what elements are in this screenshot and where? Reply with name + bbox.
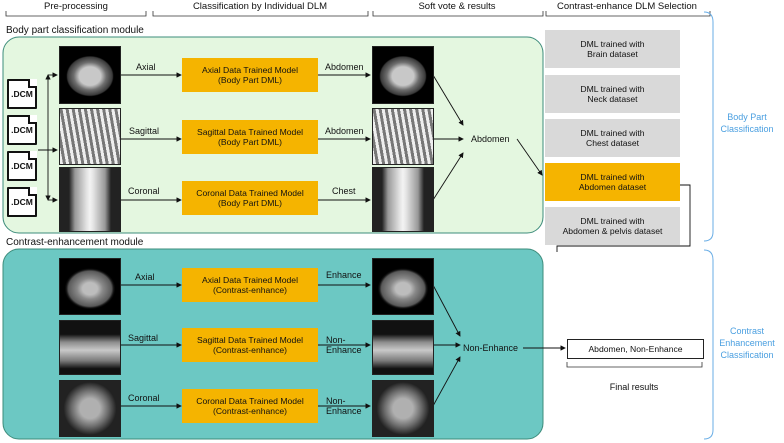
model-line1: Sagittal Data Trained Model xyxy=(196,334,304,345)
prediction-line1: Non- xyxy=(326,335,346,345)
model-line2: (Contrast-enhance) xyxy=(212,285,288,295)
view-label-axial: Axial xyxy=(135,272,155,282)
side-brackets xyxy=(703,11,714,440)
sagittal-contrast-model: Sagittal Data Trained Model (Contrast-en… xyxy=(182,328,318,362)
model-line2: (Contrast-enhance) xyxy=(212,345,288,355)
ct-coronal-output-image xyxy=(372,380,434,437)
side-label-line2: Enhancement xyxy=(719,338,775,348)
dml-line2: Abdomen dataset xyxy=(578,182,647,192)
sagittal-body-part-model: Sagittal Data Trained Model (Body Part D… xyxy=(182,120,318,154)
dml-option-abdomen-pelvis: DML trained with Abdomen & pelvis datase… xyxy=(545,207,680,245)
ct-coronal-chest-image xyxy=(59,167,121,232)
view-label-sagittal: Sagittal xyxy=(129,126,160,136)
header-soft-vote: Soft vote & results xyxy=(418,1,496,12)
side-label-line3: Classification xyxy=(720,350,774,360)
model-line1: Axial Data Trained Model xyxy=(201,64,298,75)
prediction-coronal: Chest xyxy=(332,186,356,196)
arrows xyxy=(38,72,691,409)
dml-option-brain: DML trained with Brain dataset xyxy=(545,30,680,68)
dicom-file-icon: .DCM xyxy=(7,187,37,217)
prediction-line1: Non- xyxy=(326,396,346,406)
prediction-coronal: Non- Enhance xyxy=(326,396,362,416)
model-line1: Sagittal Data Trained Model xyxy=(196,126,304,137)
prediction-sagittal: Non- Enhance xyxy=(326,335,362,355)
dml-option-abdomen-selected: DML trained with Abdomen dataset xyxy=(545,163,680,201)
model-line2: (Contrast-enhance) xyxy=(212,406,288,416)
model-line2: (Body Part DML) xyxy=(218,198,282,208)
ct-sagittal-output-image xyxy=(372,320,434,375)
dml-line1: DML trained with xyxy=(580,38,645,49)
prediction-line2: Enhance xyxy=(326,345,362,355)
dml-line2: Neck dataset xyxy=(587,94,638,104)
model-line1: Axial Data Trained Model xyxy=(201,274,298,285)
header-selection: Contrast-enhance DLM Selection xyxy=(557,1,697,12)
body-part-module-title: Body part classification module xyxy=(6,25,144,36)
final-result-box: Abdomen, Non-Enhance xyxy=(567,339,704,359)
dml-option-chest: DML trained with Chest dataset xyxy=(545,119,680,157)
final-results-label: Final results xyxy=(609,382,659,392)
dml-line1: DML trained with xyxy=(580,171,645,182)
ct-sagittal-abdomen-image xyxy=(59,320,121,375)
prediction-axial: Enhance xyxy=(326,270,362,280)
dicom-file-icon: .DCM xyxy=(7,115,37,145)
view-label-axial: Axial xyxy=(136,62,156,72)
prediction-sagittal: Abdomen xyxy=(325,126,364,136)
coronal-contrast-model: Coronal Data Trained Model (Contrast-enh… xyxy=(182,389,318,423)
coronal-body-part-model: Coronal Data Trained Model (Body Part DM… xyxy=(182,181,318,215)
dicom-label: .DCM xyxy=(11,125,33,135)
model-line2: (Body Part DML) xyxy=(218,137,282,147)
ct-axial-chest-image xyxy=(59,46,121,104)
ct-coronal-abdomen-image xyxy=(59,380,121,437)
model-line1: Coronal Data Trained Model xyxy=(196,187,304,198)
dicom-file-icon: .DCM xyxy=(7,79,37,109)
ct-coronal-output-image xyxy=(372,167,434,232)
final-result-text: Abdomen, Non-Enhance xyxy=(588,343,683,354)
final-bracket xyxy=(566,362,703,368)
dml-line1: DML trained with xyxy=(580,83,645,94)
prediction-line2: Enhance xyxy=(326,406,362,416)
axial-body-part-model: Axial Data Trained Model (Body Part DML) xyxy=(182,58,318,92)
model-line2: (Body Part DML) xyxy=(218,75,282,85)
dicom-file-icon: .DCM xyxy=(7,151,37,181)
dicom-label: .DCM xyxy=(11,161,33,171)
ct-sagittal-chest-image xyxy=(59,108,121,165)
dml-line2: Abdomen & pelvis dataset xyxy=(562,226,663,236)
prediction-line1: Enhance xyxy=(326,270,362,280)
dml-line2: Brain dataset xyxy=(587,49,638,59)
ct-sagittal-output-image xyxy=(372,108,434,165)
axial-contrast-model: Axial Data Trained Model (Contrast-enhan… xyxy=(182,268,318,302)
side-label-contrast: Contrast Enhancement Classification xyxy=(719,325,775,361)
dml-line1: DML trained with xyxy=(580,127,645,138)
view-label-sagittal: Sagittal xyxy=(128,333,159,343)
body-part-result: Abdomen xyxy=(471,134,510,144)
dicom-label: .DCM xyxy=(11,89,33,99)
prediction-axial: Abdomen xyxy=(325,62,364,72)
ct-axial-output-image xyxy=(372,258,434,315)
view-label-coronal: Coronal xyxy=(128,186,160,196)
header-classification: Classification by Individual DLM xyxy=(192,1,328,12)
model-line1: Coronal Data Trained Model xyxy=(196,395,304,406)
contrast-result: Non-Enhance xyxy=(463,343,519,353)
side-label-body-part: Body Part Classification xyxy=(720,111,773,135)
header-preprocessing: Pre-processing xyxy=(44,1,108,12)
dicom-label: .DCM xyxy=(11,197,33,207)
side-label-line1: Contrast xyxy=(729,326,765,336)
dml-line1: DML trained with xyxy=(580,215,645,226)
side-label-line2: Classification xyxy=(720,124,774,134)
side-label-line1: Body Part xyxy=(727,112,767,122)
dml-option-neck: DML trained with Neck dataset xyxy=(545,75,680,113)
ct-axial-output-image xyxy=(372,46,434,104)
dml-line2: Chest dataset xyxy=(585,138,640,148)
contrast-module-title: Contrast-enhancement module xyxy=(6,237,144,248)
ct-axial-abdomen-image xyxy=(59,258,121,315)
view-label-coronal: Coronal xyxy=(128,393,160,403)
